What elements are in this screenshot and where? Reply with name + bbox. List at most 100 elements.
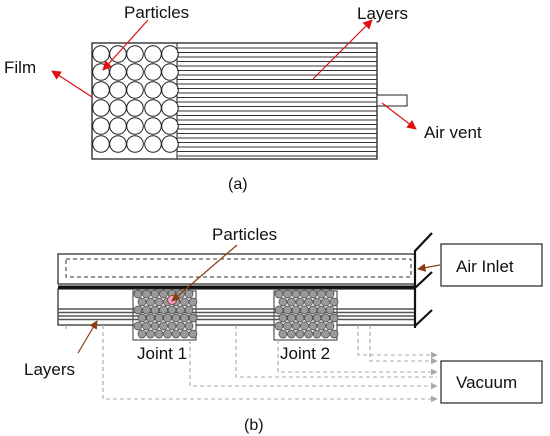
- particles-label-a: Particles: [124, 3, 189, 22]
- joint-particle: [283, 321, 292, 331]
- joint-particle: [154, 297, 164, 307]
- joint-particle: [133, 305, 143, 315]
- joint-particle: [287, 329, 296, 339]
- joint-particle: [291, 321, 301, 331]
- joint-particle: [180, 297, 189, 307]
- particle-circle: [144, 135, 162, 153]
- particles-label-b: Particles: [212, 225, 277, 244]
- particle-circle: [144, 117, 162, 135]
- particle-circle: [92, 99, 110, 117]
- film-arrow: [51, 70, 93, 98]
- joint-particle: [325, 289, 335, 299]
- layers-label-a: Layers: [357, 4, 408, 23]
- joint-particle: [304, 329, 313, 339]
- air-vent-arrow: [381, 102, 417, 130]
- joint-particle: [188, 297, 198, 307]
- joint-particle: [167, 321, 177, 331]
- joint-particle: [137, 313, 147, 323]
- joint-particle: [274, 321, 284, 331]
- joint-particle: [159, 305, 168, 315]
- diagram-a: Particles Layers Film Air vent (a): [4, 3, 482, 193]
- joint-particle: [317, 289, 326, 299]
- joint-particle: [150, 305, 160, 315]
- joint-particle: [142, 305, 151, 315]
- layer-stripes-b: [58, 308, 415, 321]
- joint-particle: [295, 329, 305, 339]
- joint-particle: [159, 289, 168, 299]
- joint-particle: [321, 329, 330, 339]
- particle-circle: [161, 135, 179, 153]
- highlight-particle: [167, 295, 177, 305]
- joint-particle: [312, 313, 322, 323]
- particle-circle: [144, 63, 162, 81]
- particle-circle: [109, 117, 127, 135]
- joint-particle: [312, 329, 322, 339]
- vacuum-label: Vacuum: [456, 373, 517, 392]
- air-inlet-box: [440, 243, 543, 287]
- caption-b: (b): [244, 417, 264, 434]
- particle-circle: [109, 81, 127, 99]
- joint-particle: [295, 313, 305, 323]
- particles-arrow: [102, 19, 149, 71]
- particle-circle: [109, 135, 127, 153]
- joint-particle: [325, 305, 335, 315]
- layers-label-b: Layers: [24, 360, 75, 379]
- joint-particle: [304, 297, 313, 307]
- joint-particle: [150, 289, 160, 299]
- joint-particle: [291, 305, 301, 315]
- joint-particle: [317, 305, 326, 315]
- joint-particle: [150, 321, 160, 331]
- joint-particle: [274, 289, 284, 299]
- joint-particle: [146, 329, 155, 339]
- particle-circle: [126, 135, 144, 153]
- joint-particle: [300, 305, 309, 315]
- joint-particle: [163, 313, 172, 323]
- particle-circle: [161, 81, 179, 99]
- particle-circle: [144, 81, 162, 99]
- joint-particle: [163, 329, 172, 339]
- joint-particle: [133, 321, 143, 331]
- vacuum-box: [440, 360, 543, 404]
- joint-particle: [325, 321, 335, 331]
- joint-particle: [300, 289, 309, 299]
- particle-circle: [109, 63, 127, 81]
- air-chamber-inner-dashed: [65, 258, 412, 278]
- layers-arrow-b: [77, 320, 98, 354]
- joint-particle: [167, 305, 177, 315]
- joint-particle: [308, 305, 318, 315]
- joint-particle: [154, 329, 164, 339]
- joint-1-label: Joint 1: [137, 344, 187, 363]
- particle-circle: [126, 63, 144, 81]
- particle-circle: [126, 81, 144, 99]
- layers-arrow: [312, 19, 373, 80]
- joint-particle: [283, 305, 292, 315]
- wall-bracket: [413, 232, 433, 328]
- joint-particle: [287, 313, 296, 323]
- joint-particle: [176, 321, 185, 331]
- joint-particle: [300, 321, 309, 331]
- joint-particle: [154, 313, 164, 323]
- particle-circle: [126, 117, 144, 135]
- joint-particle: [137, 329, 147, 339]
- joint-particle: [278, 297, 288, 307]
- particle-circle: [126, 99, 144, 117]
- joint-particles-b: [133, 289, 339, 339]
- joint-particle: [184, 321, 194, 331]
- particle-circle: [161, 45, 179, 63]
- joint-particle: [317, 321, 326, 331]
- joint-particle: [142, 321, 151, 331]
- joint-particle: [278, 329, 288, 339]
- particle-circle: [161, 117, 179, 135]
- joint-particle: [188, 329, 198, 339]
- particle-circle: [109, 99, 127, 117]
- joint-particle: [321, 297, 330, 307]
- joint-particle: [133, 289, 143, 299]
- joint-particle: [329, 297, 339, 307]
- joint-particle: [308, 321, 318, 331]
- joint-particle: [137, 297, 147, 307]
- joint-particle: [274, 305, 284, 315]
- joint-particle: [304, 313, 313, 323]
- joint-particle: [188, 313, 198, 323]
- joint-particle: [329, 313, 339, 323]
